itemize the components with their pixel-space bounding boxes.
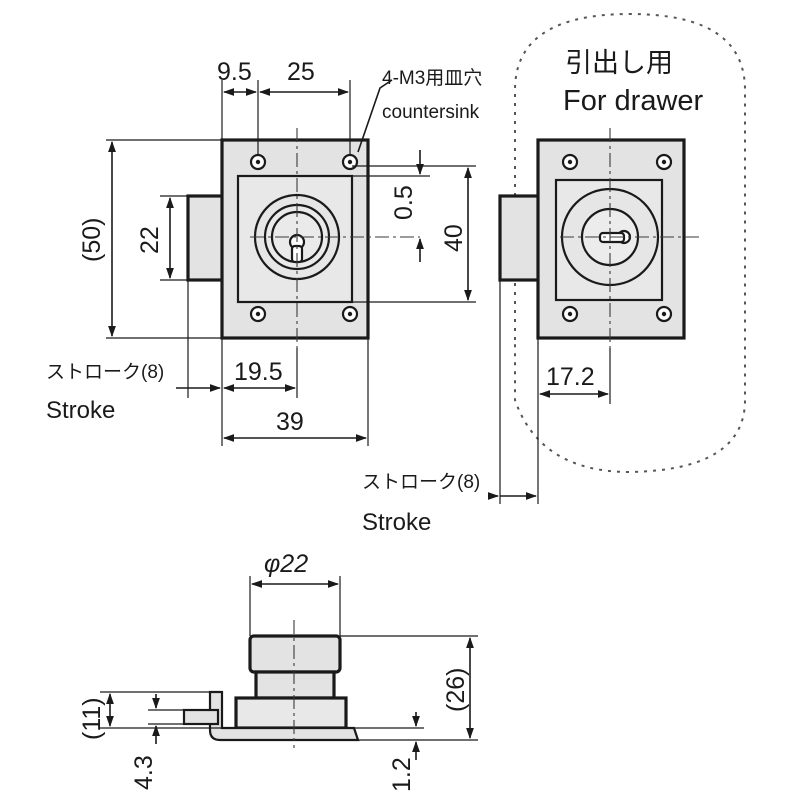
dim-0-5: 0.5: [390, 185, 418, 220]
stroke-label-en-2: Stroke: [362, 509, 431, 536]
cylinder-head: [248, 634, 342, 674]
dim-11: (11): [78, 697, 106, 740]
case-body: [234, 696, 348, 730]
screw-hole: [249, 153, 267, 171]
dim-17-2: 17.2: [546, 363, 595, 391]
dim-39: 39: [276, 408, 304, 436]
dim-1-2: 1.2: [388, 757, 416, 792]
drawer-view: [498, 128, 700, 348]
screw-hole: [561, 305, 579, 323]
drawer-label-jp: 引出し用: [565, 48, 673, 78]
dim-50: (50): [78, 218, 106, 262]
side-dimensions: [100, 576, 478, 760]
mounting-plate-side: [208, 690, 360, 742]
stroke-label-en-1: Stroke: [46, 397, 115, 424]
latch-bolt-side: [182, 708, 220, 726]
side-view: [182, 620, 360, 748]
drawer-label-en: For drawer: [563, 85, 704, 117]
dim-4-3: 4.3: [130, 755, 158, 790]
screw-hole: [655, 153, 673, 171]
countersink-label-jp: 4-M3用皿穴: [382, 67, 482, 89]
front-view: [186, 128, 420, 348]
stroke-label-jp-1: ストローク(8): [46, 361, 164, 383]
drawer-dimensions: [487, 280, 611, 504]
countersink-label-en: countersink: [382, 102, 480, 123]
cylinder-neck: [254, 670, 336, 700]
stroke-label-jp-2: ストローク(8): [362, 471, 480, 493]
front-dimensions: [106, 79, 476, 446]
screw-hole: [341, 153, 359, 171]
drawer-callout-outline: [514, 12, 746, 474]
screw-hole: [655, 305, 673, 323]
dim-25: 25: [287, 58, 315, 86]
screw-hole: [561, 153, 579, 171]
dim-40: 40: [440, 224, 468, 252]
dim-phi22: φ22: [264, 550, 308, 578]
dim-9-5: 9.5: [217, 58, 252, 86]
dim-26: (26): [442, 668, 470, 712]
screw-hole: [249, 305, 267, 323]
dim-22: 22: [136, 226, 164, 254]
screw-hole: [341, 305, 359, 323]
dim-19-5: 19.5: [234, 358, 283, 386]
